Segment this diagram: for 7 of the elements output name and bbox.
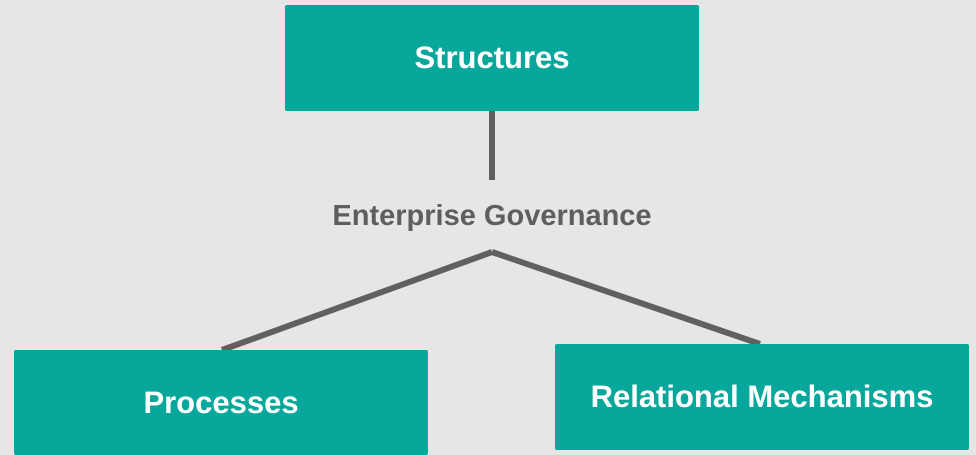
connector-line (220, 249, 494, 353)
process-box: Relational Mechanisms (555, 344, 969, 450)
connector-line (489, 111, 495, 180)
process-box: Processes (14, 350, 428, 455)
center-label: Enterprise Governance (292, 180, 692, 252)
connector-line (491, 249, 761, 347)
process-box: Structures (285, 5, 699, 111)
